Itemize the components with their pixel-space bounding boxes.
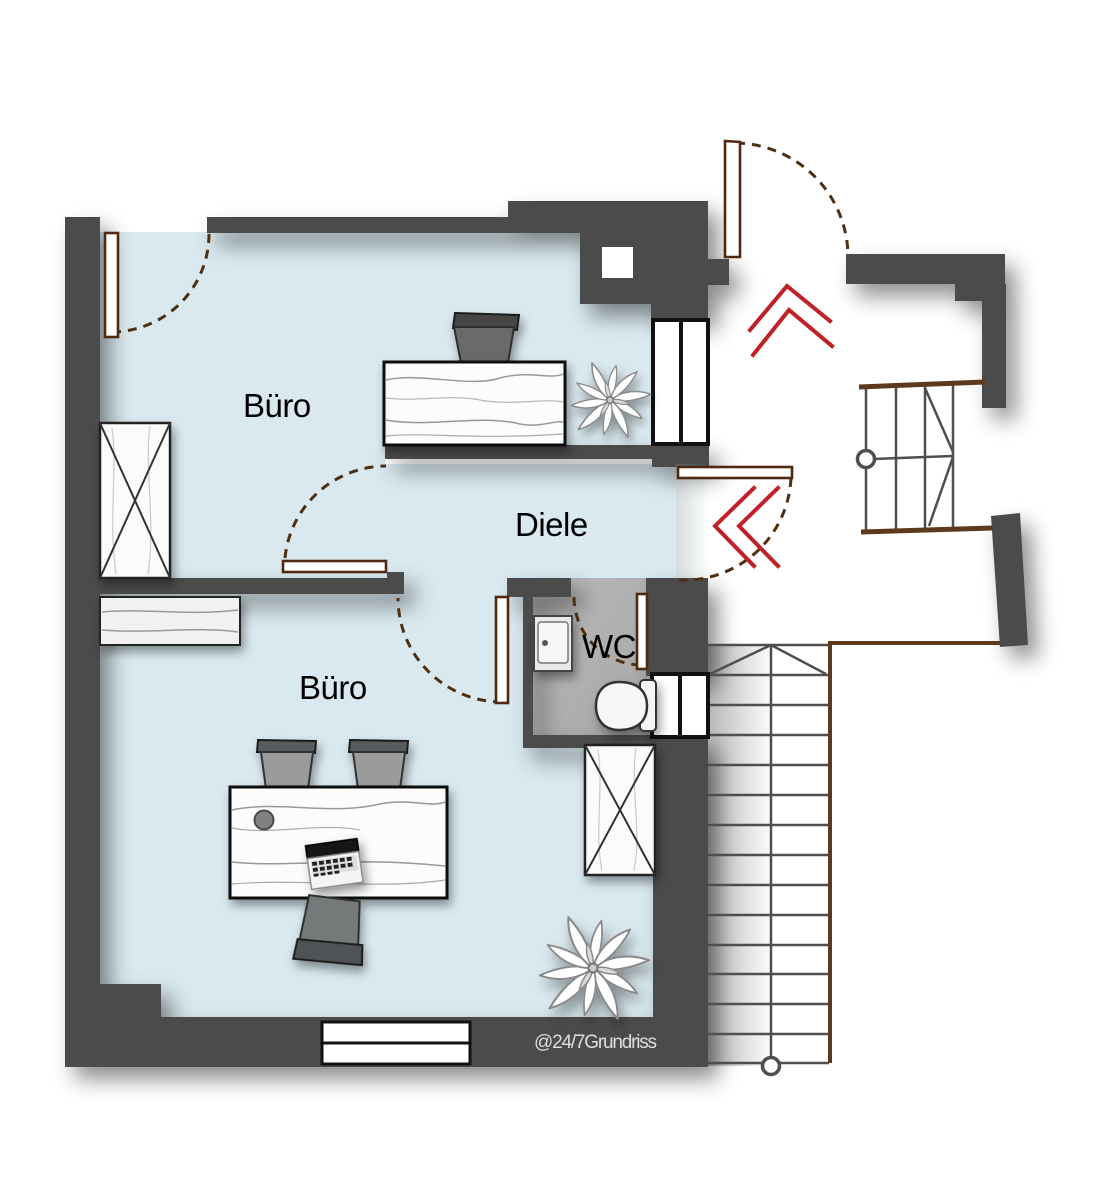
svg-text:WC: WC (582, 628, 636, 665)
svg-text:Büro: Büro (299, 669, 367, 706)
svg-text:@24/7Grundriss: @24/7Grundriss (534, 1032, 657, 1053)
svg-text:Büro: Büro (243, 387, 311, 424)
svg-text:Diele: Diele (515, 506, 588, 543)
